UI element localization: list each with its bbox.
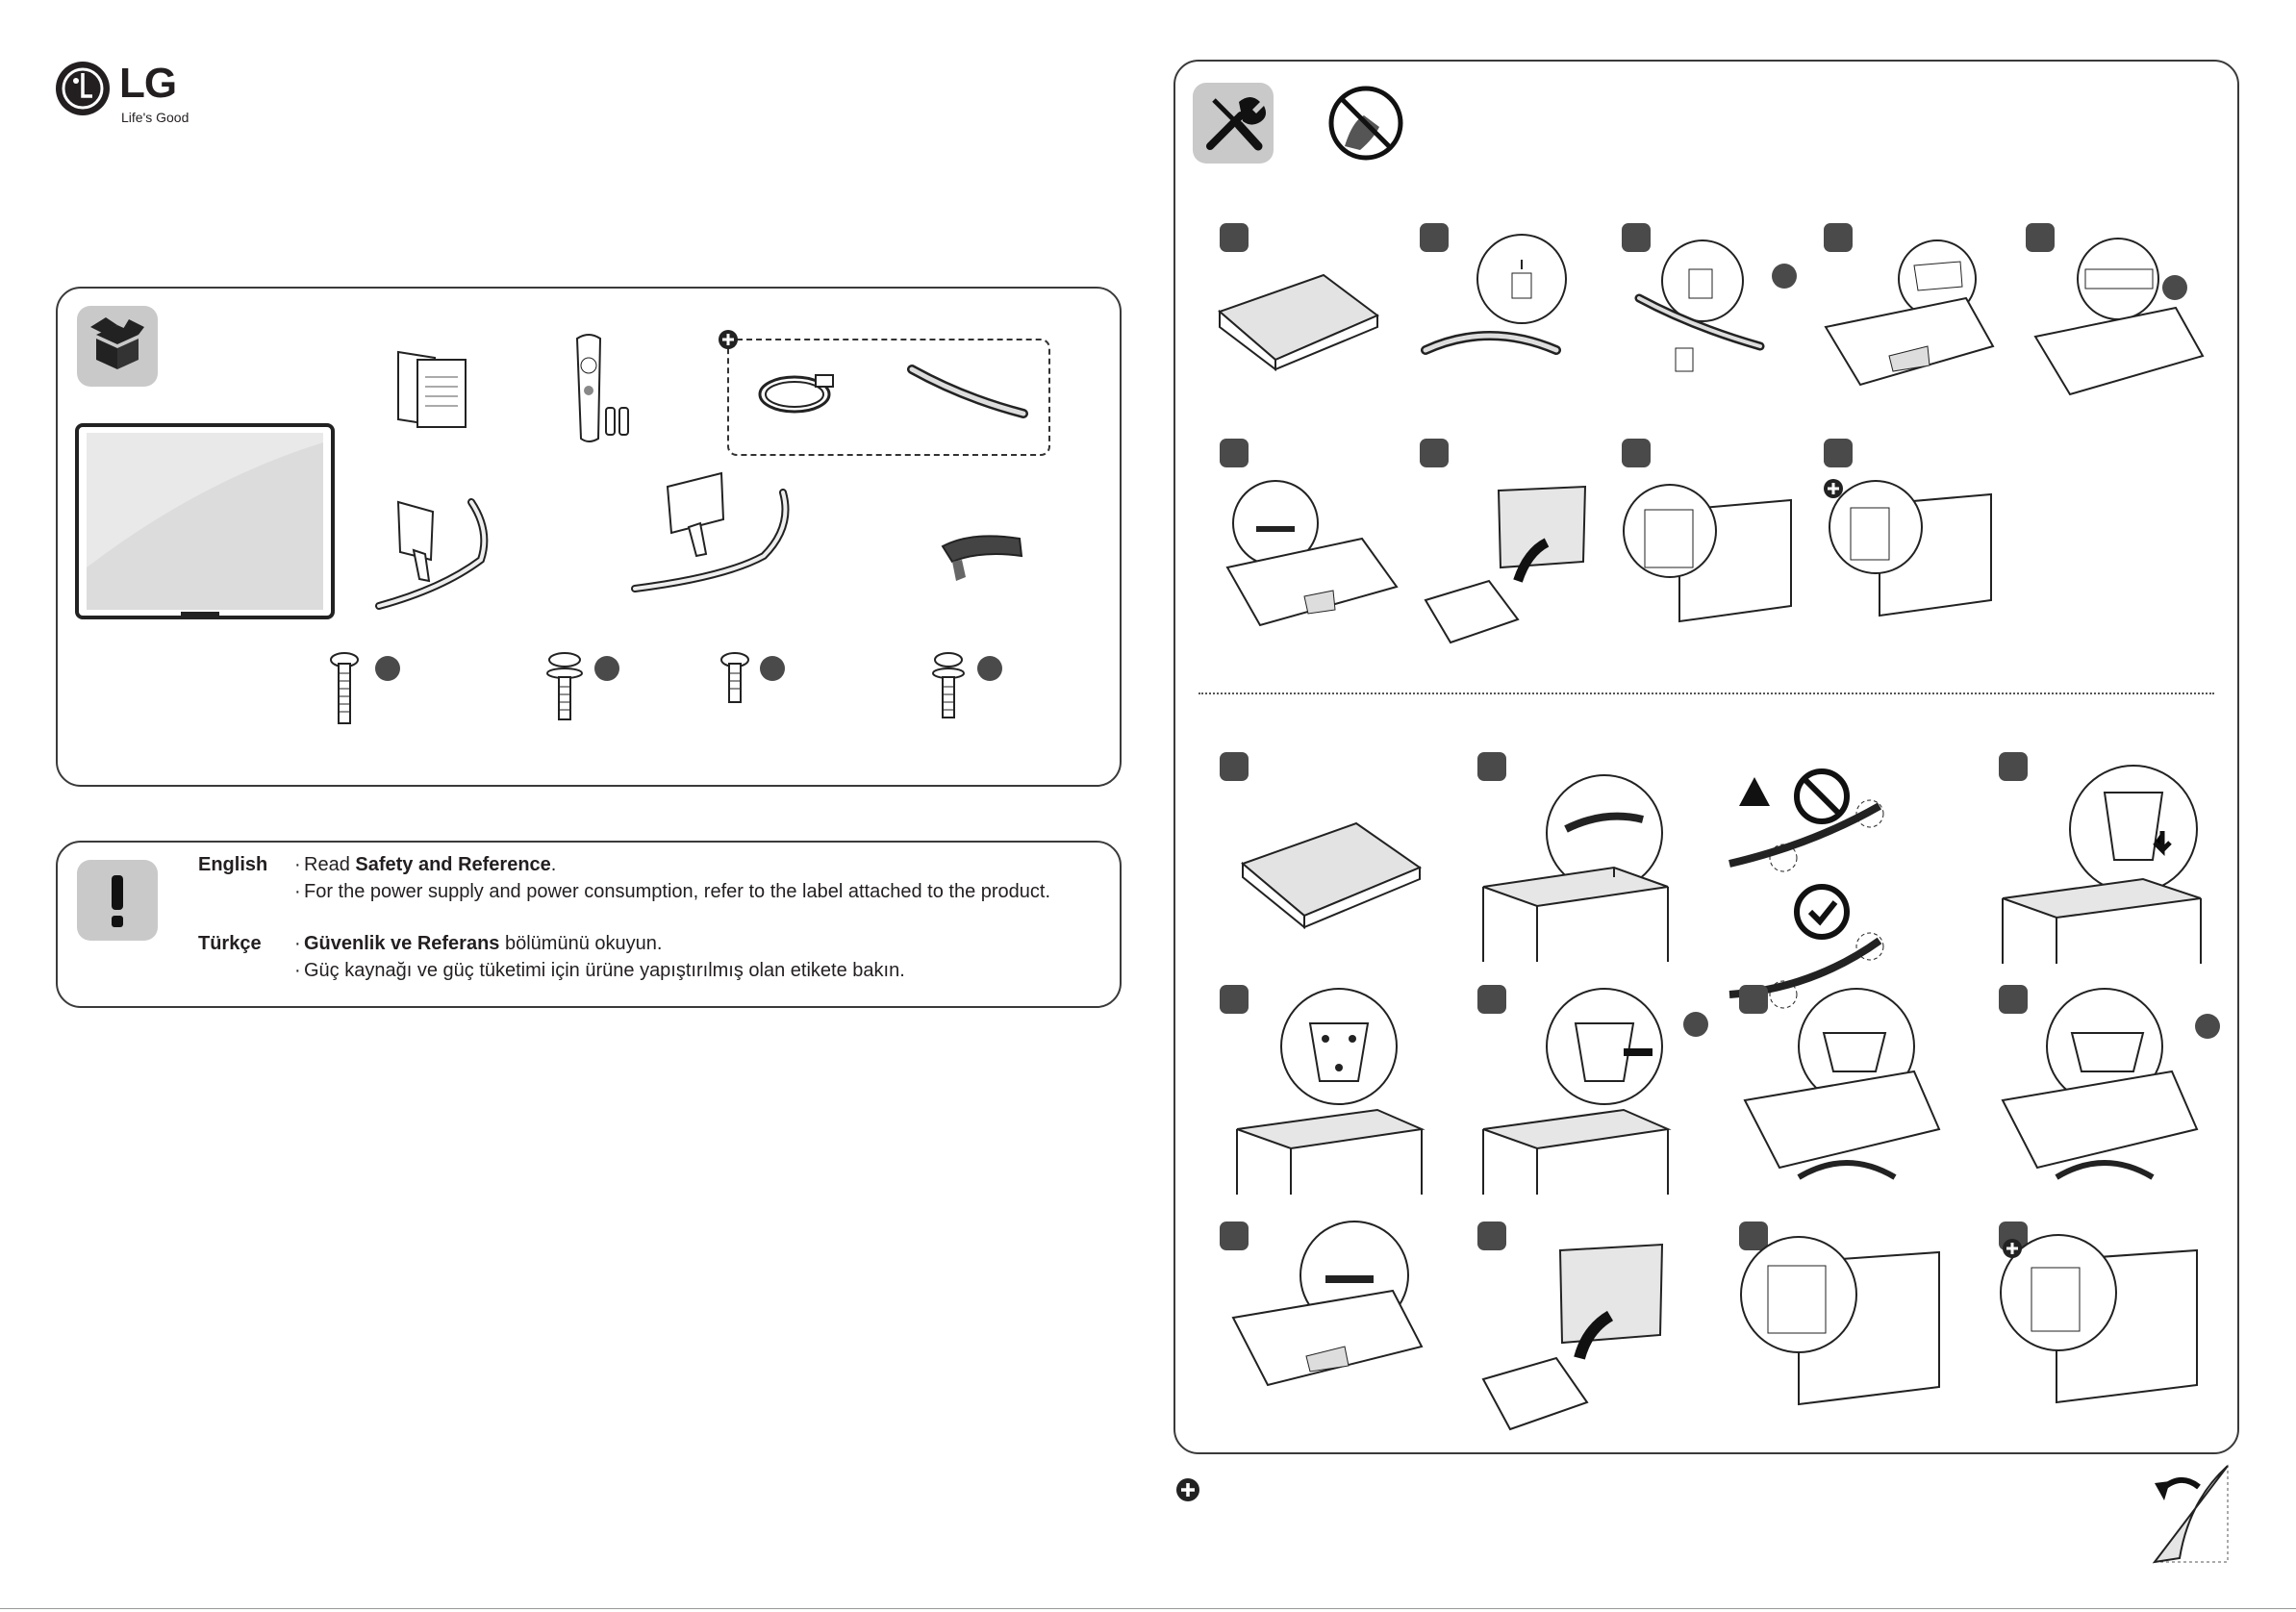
stand-screws-illustration <box>2031 240 2205 404</box>
components-panel <box>56 287 1122 787</box>
clip-illustration <box>933 527 1029 585</box>
open-box-icon <box>77 306 158 387</box>
stand-attach-illustration <box>1635 240 1799 385</box>
plus-circle-icon <box>1175 1477 1200 1502</box>
stand-screws-illustration <box>1999 985 2201 1196</box>
tv-box-illustration <box>1218 273 1381 369</box>
tv-illustration <box>75 423 335 625</box>
screw-3-icon <box>716 652 754 719</box>
step-badge <box>1622 439 1651 467</box>
notice-panel: English ·Read Safety and Reference. ·For… <box>56 841 1122 1008</box>
stand-detail-illustration <box>1422 235 1566 379</box>
stand-body-illustration <box>375 492 529 617</box>
cable-clip-illustration <box>1999 1231 2201 1423</box>
lang-english: English <box>198 854 267 876</box>
tv-lift-illustration <box>1479 1243 1672 1435</box>
screw-badge <box>2162 275 2187 300</box>
caution-illustration <box>1726 768 1899 1018</box>
section-divider <box>1198 693 2214 694</box>
step-badge <box>1824 439 1853 467</box>
screw-2-icon <box>542 652 587 729</box>
stand-check-illustration <box>1622 481 1795 644</box>
screw-badge <box>2195 1014 2220 1039</box>
screw-1-badge <box>375 656 400 681</box>
cable-illustration <box>752 358 848 425</box>
cable-clip-illustration <box>1822 475 2005 648</box>
logo-tagline: Life's Good <box>121 110 189 125</box>
english-line-1: ·Read Safety and Reference. <box>294 854 556 876</box>
screw-3-badge <box>760 656 785 681</box>
step-badge <box>1220 223 1249 252</box>
exclamation-icon <box>77 860 158 941</box>
manuals-illustration <box>396 348 473 429</box>
stand-screw-table-illustration <box>1479 985 1672 1196</box>
screw-4-icon <box>927 652 970 729</box>
step-badge <box>1420 439 1449 467</box>
tv-box-illustration <box>1241 821 1424 927</box>
tv-back-illustration <box>1822 240 1995 404</box>
lg-logo: LG Life's Good <box>54 58 208 135</box>
page-turn-icon <box>2151 1462 2237 1566</box>
step-badge <box>1220 752 1249 781</box>
screw-4-badge <box>977 656 1002 681</box>
cable-cover-illustration <box>906 360 1031 427</box>
table-stand-illustration <box>1479 771 1672 964</box>
lg-face-icon <box>54 60 112 117</box>
stand-bottom-illustration <box>1233 985 1426 1196</box>
screwdriver-wrench-icon <box>1193 83 1274 164</box>
screw-1-icon <box>325 652 364 729</box>
cable-route-illustration <box>1218 481 1400 644</box>
table-stand-illustration <box>1999 754 2210 966</box>
step-badge <box>1220 439 1249 467</box>
screw-badge <box>1683 1012 1708 1037</box>
turkce-line-1: ·Güvenlik ve Referans bölümünü okuyun. <box>294 933 662 955</box>
assembly-panel <box>1173 60 2239 1454</box>
stand-check-illustration <box>1741 1233 1943 1425</box>
no-pressing-screen-icon <box>1325 83 1406 164</box>
plus-circle-icon <box>718 329 739 350</box>
turkce-line-2: ·Güç kaynağı ve güç tüketimi için ürüne … <box>294 960 905 982</box>
stand-base-illustration <box>629 469 821 604</box>
cable-route-illustration <box>1229 1222 1431 1414</box>
logo-text: LG <box>119 60 176 108</box>
tv-lift-illustration <box>1422 485 1595 648</box>
screw-2-badge <box>594 656 619 681</box>
remote-illustration <box>569 333 637 446</box>
bottom-rule <box>0 1608 2296 1609</box>
english-line-2: ·For the power supply and power consumpt… <box>294 881 1050 903</box>
lang-turkce: Türkçe <box>198 933 262 955</box>
screw-badge <box>1772 264 1797 289</box>
tv-back-illustration <box>1741 985 1943 1196</box>
